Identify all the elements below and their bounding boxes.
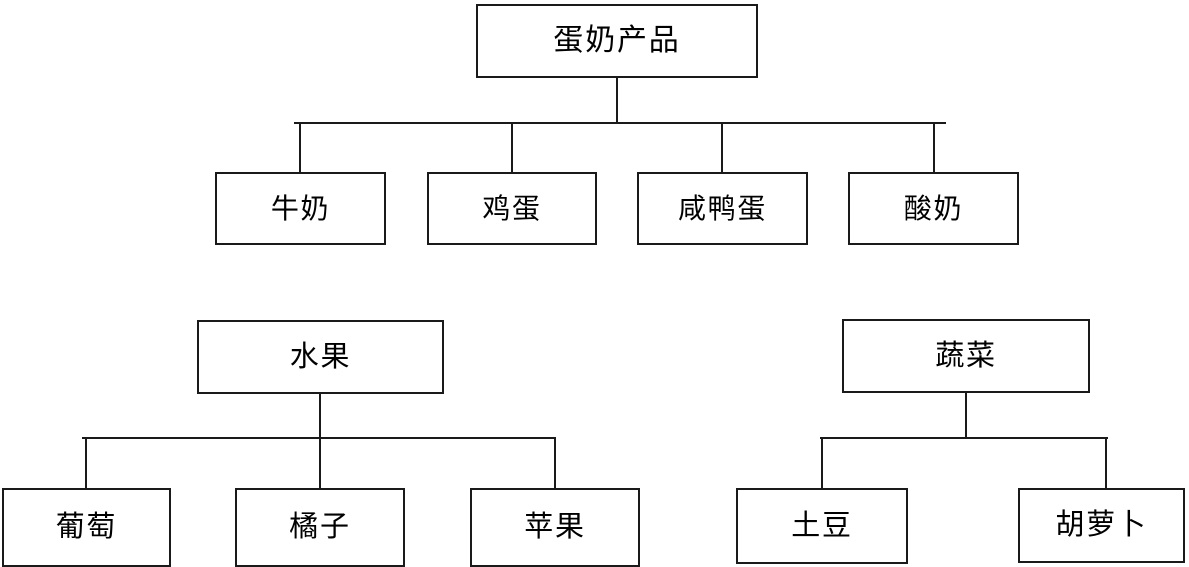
node-chicken-egg-label: 鸡蛋 [482, 192, 542, 224]
node-potato-label: 土豆 [791, 509, 853, 542]
node-orange-label: 橘子 [289, 511, 351, 543]
node-milk-label: 牛奶 [270, 192, 331, 224]
edge-dairy-drop-salted-duck-egg [721, 122, 723, 173]
node-apple-label: 苹果 [524, 511, 586, 543]
node-vegetable-root-label: 蔬菜 [935, 339, 997, 372]
edge-vegetable-drop-carrot [1105, 437, 1107, 489]
node-yogurt[interactable]: 酸奶 [848, 172, 1019, 245]
edge-dairy-drop-yogurt [933, 122, 935, 173]
node-vegetable-root[interactable]: 蔬菜 [842, 319, 1090, 393]
node-apple[interactable]: 苹果 [470, 488, 640, 567]
node-salted-duck-egg[interactable]: 咸鸭蛋 [637, 172, 808, 245]
edge-dairy-root-stem [616, 78, 618, 124]
edge-fruit-drop-orange [319, 437, 321, 489]
edge-vegetable-drop-potato [821, 437, 823, 489]
node-chicken-egg[interactable]: 鸡蛋 [427, 172, 597, 245]
edge-fruit-root-stem [319, 393, 321, 439]
node-milk[interactable]: 牛奶 [215, 172, 386, 245]
edge-vegetable-root-stem [965, 393, 967, 439]
node-grape-label: 葡萄 [55, 511, 118, 543]
edge-fruit-drop-grape [85, 437, 87, 489]
edge-fruit-drop-apple [554, 437, 556, 489]
edge-dairy-drop-milk [299, 122, 301, 173]
node-grape[interactable]: 葡萄 [2, 488, 171, 567]
node-yogurt-label: 酸奶 [903, 192, 964, 224]
node-salted-duck-egg-label: 咸鸭蛋 [677, 192, 768, 224]
edge-dairy-drop-chicken-egg [511, 122, 513, 173]
node-carrot-label: 胡萝卜 [1055, 509, 1148, 541]
edge-vegetable-horizontal-bar [820, 437, 1108, 439]
node-dairy-root-label: 蛋奶产品 [553, 24, 681, 57]
node-potato[interactable]: 土豆 [736, 488, 908, 564]
node-orange[interactable]: 橘子 [235, 488, 405, 567]
node-fruit-root[interactable]: 水果 [197, 320, 444, 394]
node-dairy-root[interactable]: 蛋奶产品 [476, 4, 758, 78]
node-carrot[interactable]: 胡萝卜 [1018, 488, 1185, 563]
edge-dairy-horizontal-bar [294, 122, 946, 124]
node-fruit-root-label: 水果 [289, 340, 352, 373]
